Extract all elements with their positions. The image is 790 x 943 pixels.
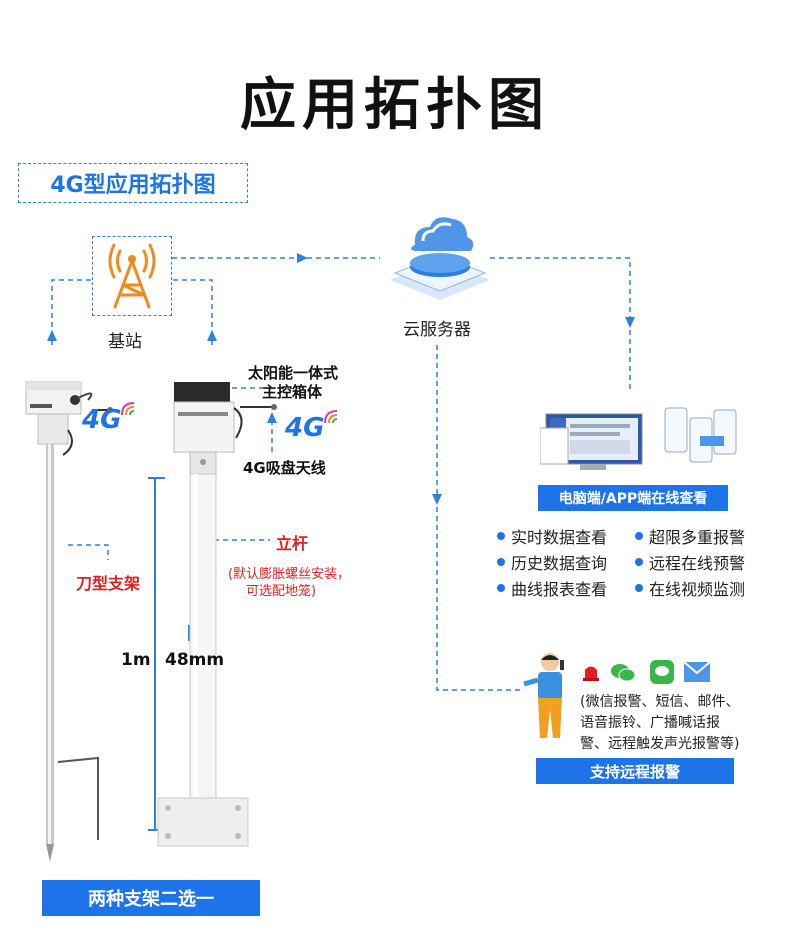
arrow-right-cloud: [297, 253, 308, 263]
antenna-icon-left: [90, 400, 114, 424]
cloud-server-icon: [385, 205, 495, 305]
diameter-label: 48mm: [165, 650, 225, 670]
base-station-box: [92, 236, 172, 316]
alarm-bar: 支持远程报警: [536, 758, 734, 784]
solar-label-line1: 太阳能一体式: [248, 364, 339, 382]
wechat-icon: [610, 662, 636, 688]
cloud-label: 云服务器: [403, 320, 471, 340]
online-view-bar: 电脑端/APP端在线查看: [538, 485, 728, 511]
arrow-down-right: [625, 317, 635, 328]
signal-icon: [324, 410, 338, 424]
feature-item: 远程在线预警: [635, 550, 745, 574]
mail-icon: [683, 661, 711, 686]
bullet-icon: [497, 584, 505, 592]
siren-icon: [580, 660, 602, 686]
feature-item: 历史数据查询: [497, 550, 607, 574]
pole-note-line1: (默认膨胀螺丝安装，: [228, 567, 351, 582]
bullet-icon: [497, 532, 505, 540]
alarm-text-line1: (微信报警、短信、邮件、: [580, 694, 740, 710]
knife-bracket-device: [18, 370, 108, 870]
bullet-icon: [635, 584, 643, 592]
alarm-text-line3: 警、远程触发声光报警等): [580, 736, 740, 752]
pole-device: [150, 378, 260, 858]
signal-icon: [121, 402, 135, 416]
base-station-label: 基站: [108, 332, 142, 352]
arrow-down-mid: [432, 494, 442, 505]
antenna-icon-middle: [240, 398, 280, 420]
pole-label: 立杆: [276, 534, 309, 553]
bullet-icon: [635, 558, 643, 566]
alarm-text-line2: 语音振铃、广播喊话报: [580, 715, 720, 731]
tower-icon: [108, 243, 156, 309]
antenna-label: 4G吸盘天线: [243, 459, 326, 477]
subtitle-box: 4G型应用拓扑图: [18, 163, 248, 203]
solar-label-line2: 主控箱体: [262, 383, 323, 401]
page-title: 应用拓扑图: [240, 73, 550, 138]
bottom-bar: 两种支架二选一: [42, 880, 260, 916]
feature-item: 实时数据查看: [497, 524, 607, 548]
pole-note-line2: 可选配地笼): [246, 584, 317, 599]
message-icon: [650, 660, 674, 688]
arrow-up-left: [47, 330, 57, 341]
feature-item: 在线视频监测: [635, 576, 745, 600]
knife-bracket-label: 刀型支架: [76, 574, 141, 593]
tag-4g-middle: 4G: [285, 410, 338, 443]
online-view-devices: [539, 400, 740, 478]
feature-item: 超限多重报警: [635, 524, 745, 548]
arrow-up-antenna: [267, 412, 277, 423]
subtitle: 4G型应用拓扑图: [50, 173, 216, 198]
bullet-icon: [635, 532, 643, 540]
arrow-up-middle: [207, 330, 217, 341]
tag-4g-left: 4G: [82, 402, 135, 435]
person-phone-icon: [520, 650, 578, 742]
height-label: 1m: [121, 650, 151, 670]
feature-item: 曲线报表查看: [497, 576, 607, 600]
bullet-icon: [497, 558, 505, 566]
